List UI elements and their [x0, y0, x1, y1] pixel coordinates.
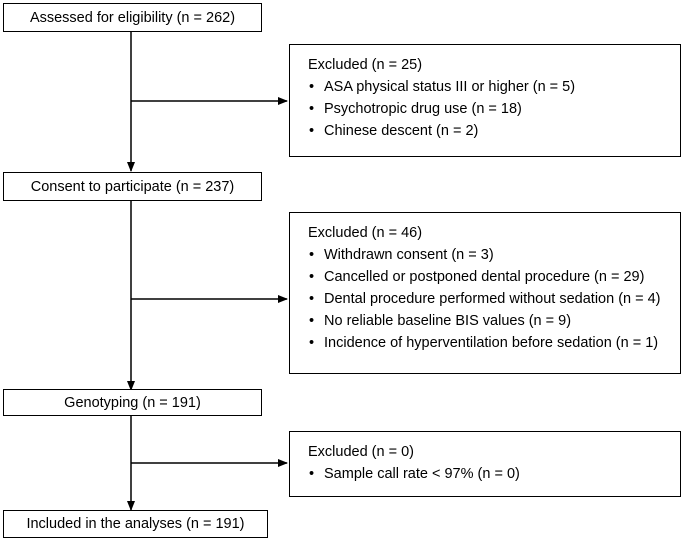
bullet-icon: •	[309, 101, 315, 117]
exclusion-item: •Withdrawn consent (n = 3)	[308, 244, 670, 266]
exclusion-box-1: Excluded (n = 25) •ASA physical status I…	[289, 44, 681, 157]
step-label: Assessed for eligibility (n = 262)	[29, 9, 236, 26]
exclusion-box-3: Excluded (n = 0) •Sample call rate < 97%…	[289, 431, 681, 497]
exclusion-item: •Dental procedure performed without seda…	[308, 288, 670, 310]
exclusion-item: •Chinese descent (n = 2)	[308, 120, 670, 142]
bullet-icon: •	[309, 291, 315, 307]
exclusion-item: •Sample call rate < 97% (n = 0)	[308, 463, 670, 485]
bullet-icon: •	[309, 466, 315, 482]
exclusion-item: •Incidence of hyperventilation before se…	[308, 332, 670, 354]
step-box-genotyping: Genotyping (n = 191)	[3, 389, 262, 416]
bullet-icon: •	[309, 269, 315, 285]
exclusion-item: •Cancelled or postponed dental procedure…	[308, 266, 670, 288]
exclusion-item: •No reliable baseline BIS values (n = 9)	[308, 310, 670, 332]
exclusion-item: •Psychotropic drug use (n = 18)	[308, 98, 670, 120]
bullet-icon: •	[309, 123, 315, 139]
step-box-consent: Consent to participate (n = 237)	[3, 172, 262, 201]
exclusion-item: •ASA physical status III or higher (n = …	[308, 76, 670, 98]
exclusion-title: Excluded (n = 25)	[308, 57, 423, 73]
step-label: Consent to participate (n = 237)	[30, 178, 235, 195]
exclusion-title: Excluded (n = 46)	[308, 225, 423, 241]
step-label: Included in the analyses (n = 191)	[26, 516, 245, 532]
bullet-icon: •	[309, 335, 315, 351]
exclusion-title: Excluded (n = 0)	[308, 444, 414, 460]
bullet-icon: •	[309, 247, 315, 263]
bullet-icon: •	[309, 313, 315, 329]
step-box-included: Included in the analyses (n = 191)	[3, 510, 268, 538]
step-box-eligibility: Assessed for eligibility (n = 262)	[3, 3, 262, 32]
exclusion-box-2: Excluded (n = 46) •Withdrawn consent (n …	[289, 212, 681, 374]
bullet-icon: •	[309, 79, 315, 95]
step-label: Genotyping (n = 191)	[64, 394, 201, 411]
